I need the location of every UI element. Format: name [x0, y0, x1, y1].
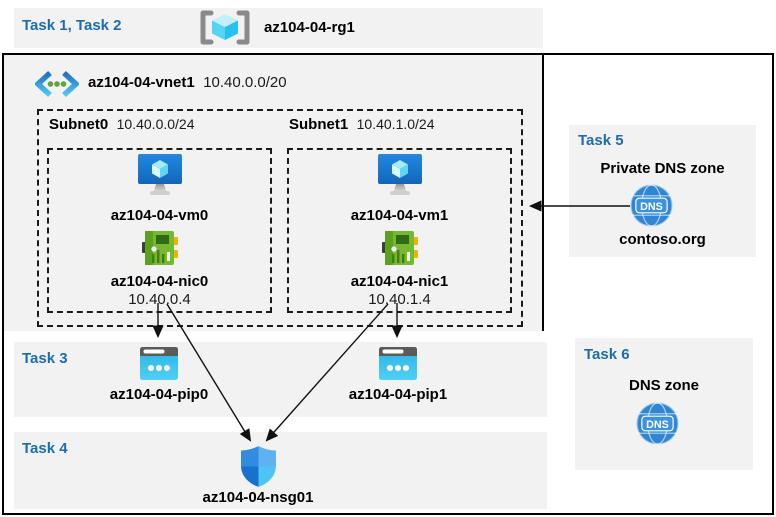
private-dns-icon-text: DNS — [640, 201, 663, 213]
nic0-name: az104-04-nic0 — [110, 273, 209, 290]
dns-zone-icon: DNS — [636, 402, 679, 445]
dns-zone-icon-text: DNS — [646, 419, 669, 431]
task3-band — [14, 342, 547, 417]
pip0-icon — [140, 347, 178, 380]
nic0-ip: 10.40.0.4 — [128, 291, 191, 308]
nic0-icon — [141, 230, 179, 266]
resource-group-name: az104-04-rg1 — [264, 19, 355, 36]
task12-label: Task 1, Task 2 — [22, 17, 122, 34]
subnet1-label: Subnet1 10.40.1.0/24 — [289, 116, 435, 134]
vnet-title: az104-04-vnet1 10.40.0.0/20 — [88, 74, 287, 92]
vnet-region — [4, 55, 544, 331]
subnet1-box — [287, 148, 512, 313]
subnet1-name: Subnet1 — [289, 116, 349, 133]
pip0-name: az104-04-pip0 — [109, 386, 209, 403]
nic1-name: az104-04-nic1 — [350, 273, 449, 290]
vnet-icon — [33, 70, 81, 98]
vnet-cidr: 10.40.0.0/20 — [203, 74, 287, 91]
task4-label: Task 4 — [22, 440, 68, 457]
vm0-icon — [137, 154, 183, 198]
top-band — [14, 8, 543, 48]
subnet0-label: Subnet0 10.40.0.0/24 — [49, 116, 195, 134]
pip1-name: az104-04-pip1 — [348, 386, 448, 403]
dns-zone-title: DNS zone — [628, 377, 699, 394]
subnet0-cidr: 10.40.0.0/24 — [116, 116, 195, 132]
pip1-icon — [379, 347, 417, 380]
vnet-name: az104-04-vnet1 — [88, 74, 195, 91]
subnet1-cidr: 10.40.1.0/24 — [356, 116, 435, 132]
vm0-name: az104-04-vm0 — [110, 207, 209, 224]
task6-label: Task 6 — [584, 346, 630, 363]
nic1-icon — [381, 230, 419, 266]
task4-band — [14, 432, 547, 509]
nsg-name: az104-04-nsg01 — [202, 489, 314, 506]
task5-label: Task 5 — [578, 132, 624, 149]
subnet0-name: Subnet0 — [49, 116, 109, 133]
nic1-ip: 10.40.1.4 — [368, 291, 431, 308]
subnet1-content: az104-04-vm1 az104-04-nic1 10.40.1.4 — [287, 154, 512, 308]
subnet0-content: az104-04-vm0 az104-04-nic0 10.40.0.4 — [47, 154, 272, 308]
subnet0-box — [47, 148, 272, 313]
vm1-name: az104-04-vm1 — [350, 207, 449, 224]
private-dns-zone-title: Private DNS zone — [600, 160, 725, 177]
task3-label: Task 3 — [22, 350, 68, 367]
private-dns-zone-name: contoso.org — [619, 231, 706, 248]
nsg-shield-icon — [241, 446, 276, 487]
resource-group-icon — [196, 9, 254, 46]
private-dns-icon: DNS — [630, 184, 673, 227]
vm1-icon — [377, 154, 423, 198]
